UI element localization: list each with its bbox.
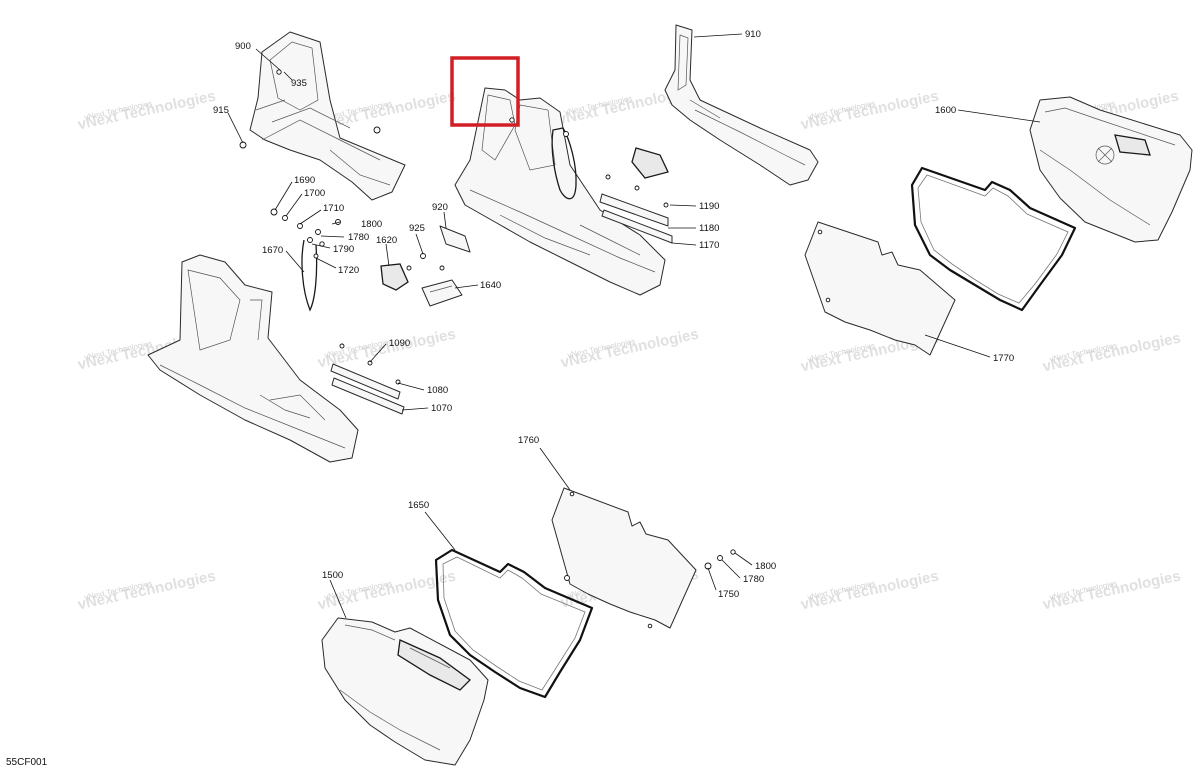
callout-920: 920 xyxy=(432,202,448,213)
callout-1500: 1500 xyxy=(322,570,343,581)
callout-1750: 1750 xyxy=(718,589,739,600)
part-1760-liner-lower xyxy=(551,487,697,629)
callout-1790: 1790 xyxy=(333,244,354,255)
callout-1190: 1190 xyxy=(699,201,719,212)
part-1670-strap xyxy=(301,239,318,312)
part-seal-right xyxy=(910,166,1077,312)
part-1770-liner-right xyxy=(804,221,956,356)
part-1070-rail xyxy=(330,343,405,415)
callout-1780-lower: 1780 xyxy=(743,574,764,585)
callout-1180: 1180 xyxy=(699,223,719,234)
fastener-cluster-left xyxy=(239,69,381,259)
part-1650-seal xyxy=(434,548,594,699)
callout-1760: 1760 xyxy=(518,435,539,446)
callout-1710: 1710 xyxy=(323,203,344,214)
part-lower-floor-tray xyxy=(147,254,359,463)
part-1170-rail xyxy=(599,147,673,244)
part-920-bracket xyxy=(420,225,471,259)
part-1500-door-panel xyxy=(321,617,489,766)
callout-1640: 1640 xyxy=(480,280,501,291)
callout-925: 925 xyxy=(409,223,425,234)
callout-1670: 1670 xyxy=(262,245,283,256)
callout-1800-lower: 1800 xyxy=(755,561,776,572)
part-910-pillar-cover xyxy=(664,24,819,186)
part-center-floor-tray xyxy=(454,87,666,296)
callout-1700: 1700 xyxy=(304,188,325,199)
part-900-pillar-panel xyxy=(249,31,406,201)
part-1640-handle xyxy=(421,265,463,307)
callout-1720: 1720 xyxy=(338,265,359,276)
callout-915: 915 xyxy=(213,105,229,116)
callout-1620: 1620 xyxy=(376,235,397,246)
leader-lines xyxy=(227,33,1041,619)
callout-1690: 1690 xyxy=(294,175,315,186)
callout-1770: 1770 xyxy=(993,353,1014,364)
callout-1090: 1090 xyxy=(389,338,410,349)
callout-1600: 1600 xyxy=(935,105,956,116)
callout-1070: 1070 xyxy=(431,403,452,414)
callout-935: 935 xyxy=(291,78,307,89)
part-1620-latch xyxy=(380,263,412,291)
callout-1780: 1780 xyxy=(348,232,369,243)
callout-labels: 900 935 915 910 1600 1690 1700 1710 1800… xyxy=(213,29,1014,600)
callout-1650: 1650 xyxy=(408,500,429,511)
callout-1800: 1800 xyxy=(361,219,382,230)
callout-910: 910 xyxy=(745,29,761,40)
diagram-code: 55CF001 xyxy=(6,757,48,768)
fastener-cluster-lower xyxy=(704,549,736,570)
callout-1170: 1170 xyxy=(699,240,719,251)
highlight-box xyxy=(450,56,520,127)
callout-1080: 1080 xyxy=(427,385,448,396)
callout-900: 900 xyxy=(235,41,251,52)
part-1600-door-panel xyxy=(1029,96,1193,243)
